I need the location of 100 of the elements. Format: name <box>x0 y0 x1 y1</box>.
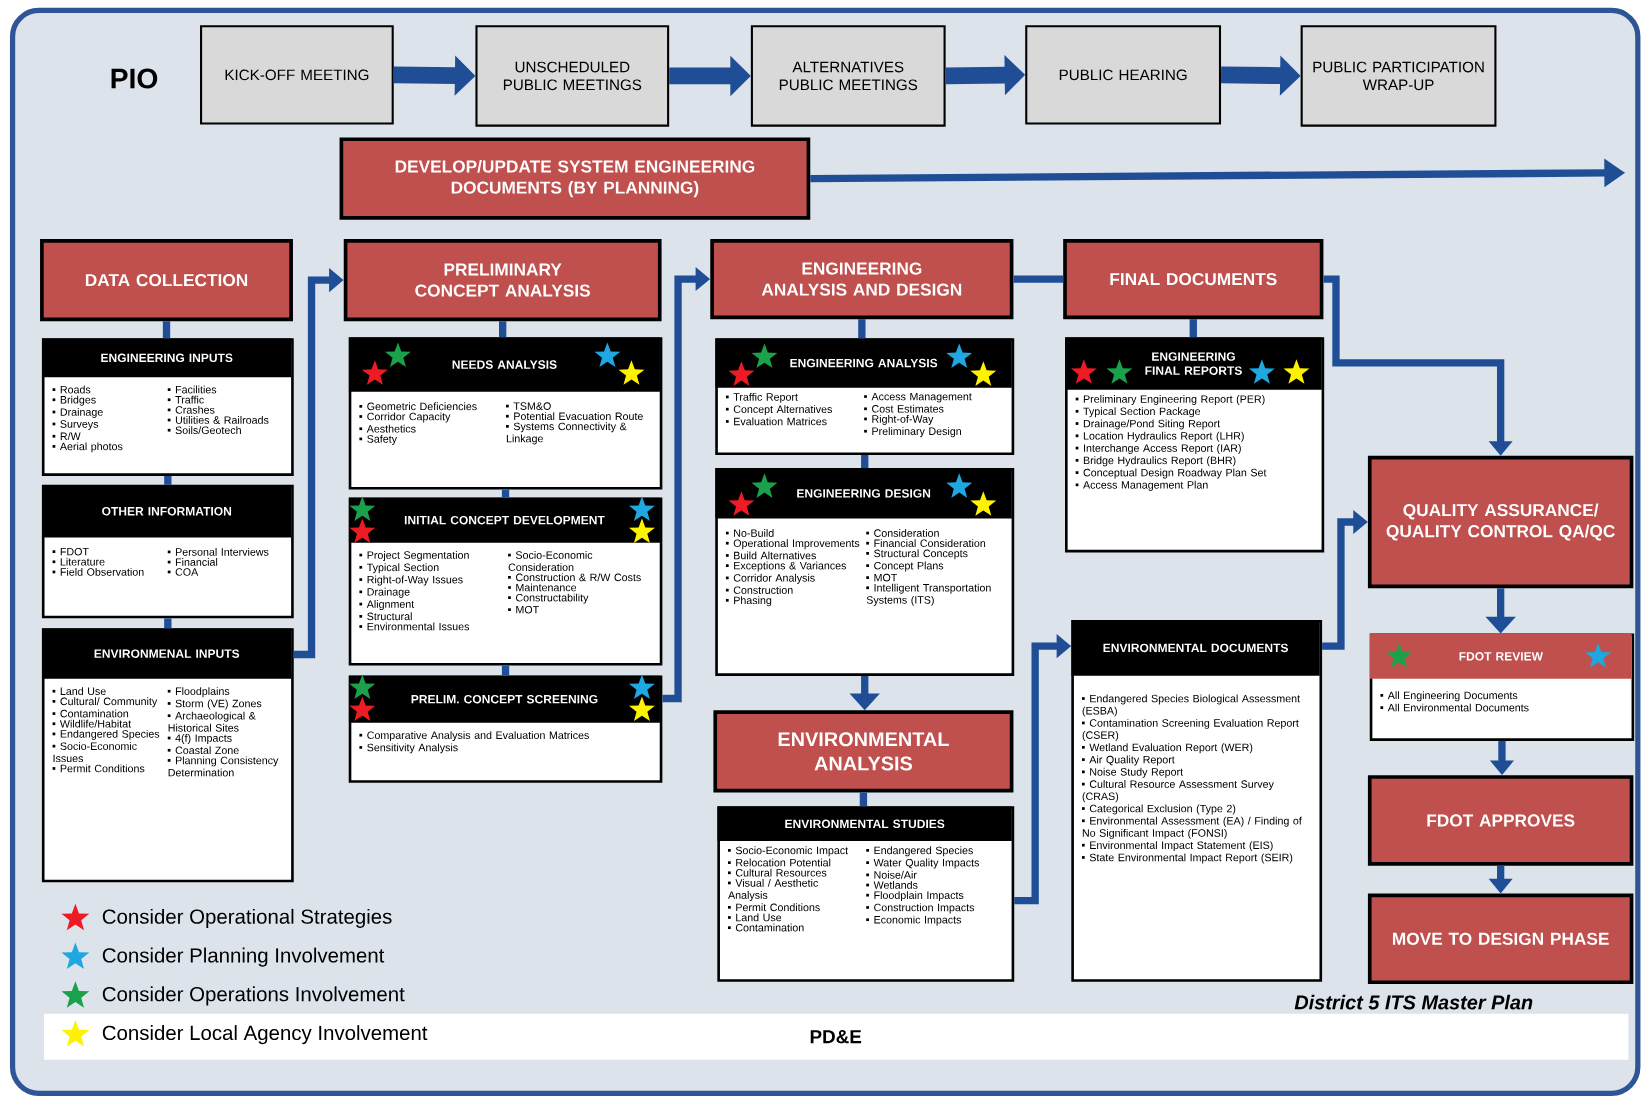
list-item: Structural <box>359 612 412 620</box>
list-item: Personal Interviews <box>167 547 269 556</box>
list-item: Aesthetics <box>359 424 416 433</box>
list-item: Intelligent Transportation Systems (ITS) <box>866 583 991 606</box>
list-item: Typical Section Package <box>1075 407 1201 417</box>
list-item: Safety <box>359 434 397 445</box>
list-item: Storm (VE) Zones <box>167 699 262 710</box>
list-item: Concept Alternatives <box>725 404 832 415</box>
list-item: Coastal Zone <box>167 746 239 754</box>
legend-label: Consider Planning Involvement <box>102 947 385 967</box>
process-box: DEVELOP/UPDATE SYSTEM ENGINEERING DOCUMENTS (BY PLANNING) <box>339 137 811 220</box>
list-item: COA <box>167 567 199 576</box>
caption-label: District 5 ITS Master Plan <box>1294 994 1533 1010</box>
process-box: ENGINEERING ANALYSIS AND DESIGN <box>710 238 1014 319</box>
list-item: Bridges <box>52 395 96 406</box>
list-item: Wetland Evaluation Report (WER) <box>1082 743 1253 754</box>
panel-header: ENGINEERING DESIGN <box>715 468 1012 519</box>
list-item: Potential Evacuation Route <box>506 412 643 420</box>
list-item: Drainage <box>359 587 410 598</box>
list-item: Environmental Issues <box>359 622 470 631</box>
list-item: Socio-Economic Consideration <box>508 550 593 571</box>
list-item: Build Alternatives <box>725 551 816 560</box>
list-item: Construction Impacts <box>866 903 975 914</box>
panel-header: ENGINEERING INPUTS <box>42 338 292 377</box>
list-item: Contamination Screening Evaluation Report (CSER) <box>1082 718 1299 741</box>
meeting-box: PUBLIC HEARING <box>1025 24 1222 125</box>
list-item: Right-of-Way <box>864 414 934 425</box>
list-item: Construction & R/W Costs <box>508 573 641 581</box>
list-item: Contamination <box>728 923 804 932</box>
panel-header: ENGINEERING FINAL REPORTS <box>1065 337 1322 390</box>
process-box: ENVIRONMENTAL ANALYSIS <box>713 710 1014 793</box>
list-item: Systems Connectivity & Linkage <box>506 422 627 445</box>
list-item: Corridor Analysis <box>725 573 815 584</box>
list-item: Phasing <box>725 596 772 606</box>
list-item: All Engineering Documents <box>1380 691 1518 702</box>
list-item: Categorical Exclusion (Type 2) <box>1082 804 1236 815</box>
footer-label: PD&E <box>810 1029 862 1044</box>
panel-header: ENVIRONMENTAL DOCUMENTS <box>1071 619 1320 676</box>
list-item: Noise Study Report <box>1082 767 1183 778</box>
process-box: PRELIMINARY CONCEPT ANALYSIS <box>343 238 662 321</box>
list-item: Interchange Access Report (IAR) <box>1075 443 1241 454</box>
meeting-box: UNSCHEDULED PUBLIC MEETINGS <box>475 24 670 127</box>
list-item: Visual / Aesthetic Analysis <box>728 878 818 901</box>
list-item: Water Quality Impacts <box>866 858 980 869</box>
panel-header: ENGINEERING ANALYSIS <box>715 338 1012 388</box>
list-item: Air Quality Report <box>1082 755 1175 766</box>
list-item: Aerial photos <box>52 442 123 453</box>
list-item: Economic Impacts <box>866 915 962 926</box>
list-item: 4(f) Impacts <box>167 733 232 744</box>
list-item: Endangered Species Biological Assessment (ESBA) <box>1082 694 1300 717</box>
list-item: Crashes <box>167 405 215 414</box>
list-item: TSM&O <box>506 402 551 410</box>
panel-header: ENVIRONMENTAL STUDIES <box>717 806 1012 841</box>
meeting-box: KICK-OFF MEETING <box>200 24 394 125</box>
list-item: Sensitivity Analysis <box>359 743 458 754</box>
list-item: Geometric Deficiencies <box>359 402 477 410</box>
list-item: Floodplains <box>167 686 230 697</box>
list-item: Traffic Report <box>725 392 798 403</box>
panel-header: NEEDS ANALYSIS <box>348 337 660 392</box>
list-item: Financial Consideration <box>866 539 986 547</box>
list-item: Drainage <box>52 407 103 418</box>
list-item: Construction <box>725 585 793 594</box>
list-item: Drainage/Pond Siting Report <box>1075 419 1221 430</box>
process-box: QUALITY ASSURANCE/ QUALITY CONTROL QA/QC <box>1367 455 1634 589</box>
list-item: Access Management Plan <box>1075 480 1208 491</box>
list-item: Roads <box>52 385 91 394</box>
list-item: Soils/Geotech <box>167 425 241 434</box>
list-item: Socio-Economic Impact <box>728 846 849 857</box>
list-item: Preliminary Engineering Report (PER) <box>1075 394 1265 405</box>
list-item: Corridor Capacity <box>359 412 451 423</box>
list-item: R/W <box>52 432 81 440</box>
list-item: Noise/Air <box>866 870 917 879</box>
list-item: Typical Section <box>359 563 439 574</box>
legend-label: Consider Local Agency Involvement <box>102 1024 428 1044</box>
list-item: Floodplain Impacts <box>866 890 964 901</box>
process-box: MOVE TO DESIGN PHASE <box>1367 893 1634 984</box>
list-item: Contamination <box>52 709 129 718</box>
list-item: Preliminary Design <box>864 426 961 437</box>
list-item: No-Build <box>725 528 774 537</box>
list-item: All Environmental Documents <box>1380 703 1529 712</box>
process-box: DATA COLLECTION <box>40 238 293 321</box>
list-item: Location Hydraulics Report (LHR) <box>1075 431 1244 442</box>
list-item: Archaeological & Historical Sites <box>167 711 256 732</box>
list-item: Facilities <box>167 385 217 394</box>
list-item: MOT <box>508 605 539 614</box>
legend-label: Consider Operational Strategies <box>102 908 392 928</box>
list-item: Alignment <box>359 599 415 610</box>
list-item: Permit Conditions <box>728 903 820 911</box>
list-item: Maintenance <box>508 583 577 592</box>
list-item: Land Use <box>728 913 782 922</box>
list-item: Financial <box>167 557 218 566</box>
list-item: Endangered Species <box>866 846 973 857</box>
list-item: Traffic <box>167 395 204 404</box>
list-item: Project Segmentation <box>359 550 469 561</box>
list-item: Comparative Analysis and Evaluation Matrices <box>359 730 589 741</box>
list-item: Cost Estimates <box>864 404 944 413</box>
legend-label: Consider Operations Involvement <box>102 986 405 1006</box>
list-item: Environmental Impact Statement (EIS) <box>1082 840 1273 851</box>
list-item: Exceptions & Variances <box>725 561 847 572</box>
list-item: Cultural/ Community <box>52 697 158 708</box>
